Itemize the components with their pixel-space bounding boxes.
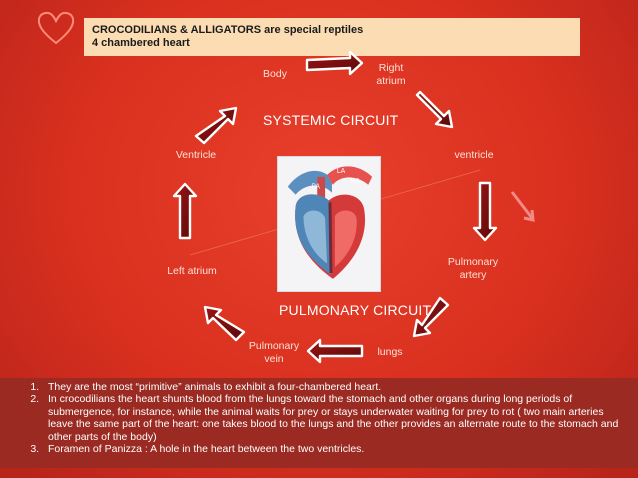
note-item: They are the most “primitive” animals to… <box>42 381 624 393</box>
note-item: In crocodilians the heart shunts blood f… <box>42 393 624 443</box>
title-line-1: CROCODILIANS & ALLIGATORS are special re… <box>92 24 364 36</box>
node-lungs: lungs <box>377 346 403 358</box>
arrow-artery-to-lungs <box>412 296 450 338</box>
side-arrow-icon <box>510 191 535 222</box>
node-ventricle-left: Ventricle <box>175 149 217 161</box>
node-right-atrium-line-2: atrium <box>376 75 406 87</box>
node-pulmonary-vein-line-2: vein <box>264 353 284 365</box>
heart-label-ra: RA <box>351 178 361 185</box>
arrow-left-atrium-to-ventricle <box>172 182 198 240</box>
node-body: Body <box>263 68 287 80</box>
node-right-atrium: Right atrium <box>368 62 414 88</box>
node-pulmonary-artery-line-1: Pulmonary <box>447 256 499 268</box>
heart-label-la: LA <box>337 168 346 175</box>
node-left-atrium: Left atrium <box>167 265 217 277</box>
node-pulmonary-artery-line-2: artery <box>459 269 487 281</box>
node-pulmonary-vein: Pulmonary vein <box>243 340 305 366</box>
arrow-ventricle-to-artery <box>472 181 498 242</box>
heart-anatomy-icon: LA RA PA <box>287 166 373 279</box>
node-pulmonary-artery: Pulmonary artery <box>442 256 504 282</box>
title-line-2: 4 chambered heart <box>92 37 190 49</box>
circulation-diagram <box>172 50 535 364</box>
arrow-atrium-to-ventricle <box>415 90 454 129</box>
heart-illustration: LA RA PA <box>277 156 381 292</box>
node-pulmonary-vein-line-1: Pulmonary <box>248 340 300 352</box>
arrow-ventricle-to-body <box>194 106 238 145</box>
heart-outline-icon <box>37 11 75 45</box>
systemic-circuit-title: SYSTEMIC CIRCUIT <box>263 112 399 128</box>
node-ventricle-right: ventricle <box>454 149 494 161</box>
notes-list: They are the most “primitive” animals to… <box>20 381 624 455</box>
title-banner: CROCODILIANS & ALLIGATORS are special re… <box>84 18 580 56</box>
note-item: Foramen of Panizza : A hole in the heart… <box>42 443 624 455</box>
node-right-atrium-line-1: Right <box>378 62 404 74</box>
notes-box: They are the most “primitive” animals to… <box>0 378 638 468</box>
arrow-body-to-right-atrium <box>305 50 364 76</box>
pulmonary-circuit-title: PULMONARY CIRCUIT <box>279 302 432 318</box>
heart-label-pa: PA <box>311 184 320 191</box>
arrow-vein-to-left-atrium <box>203 305 246 342</box>
arrow-lungs-to-vein <box>306 338 364 364</box>
